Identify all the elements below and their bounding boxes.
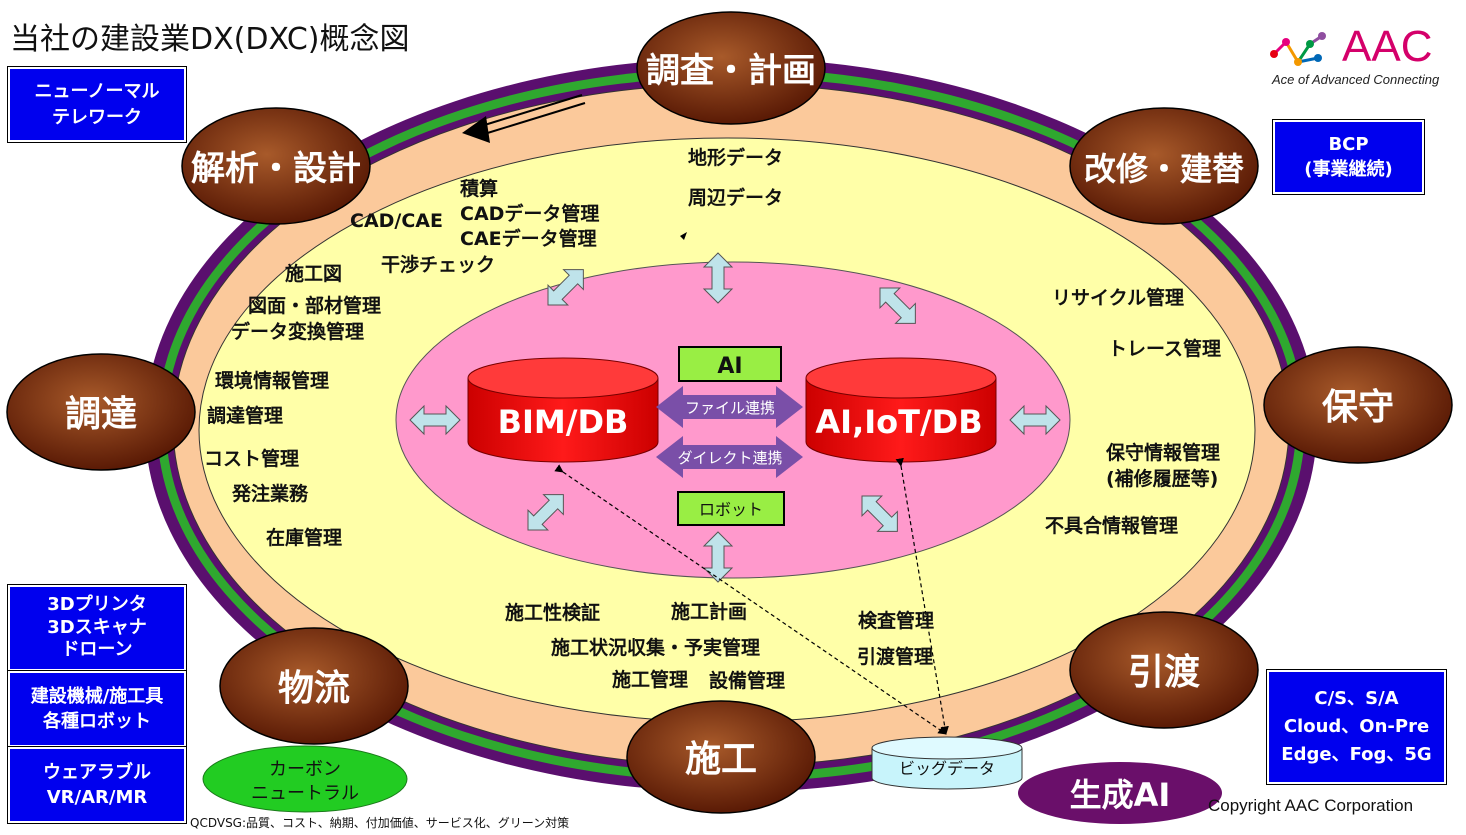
wearable-line-2: VR/AR/MR	[46, 787, 148, 808]
phase-design-label: 解析・設計	[191, 149, 361, 189]
phase-design: 解析・設計	[181, 107, 371, 225]
phase-construct-label: 施工	[685, 739, 757, 780]
task-inspection: 検査管理	[858, 609, 934, 632]
wearable-line-1: ウェアラブル	[43, 761, 151, 783]
phase-logistics-label: 物流	[278, 668, 350, 709]
bigdata-cylinder	[871, 736, 1023, 790]
file-link-arrow	[656, 386, 803, 428]
task-cadcae: CAD/CAE	[350, 210, 443, 232]
machines-box: 建設機械/施工具 各種ロボット	[7, 670, 187, 748]
direct-link-label: ダイレクト連携	[677, 449, 782, 467]
logo-tagline: Ace of Advanced Connecting	[1272, 72, 1440, 87]
phase-procure-label: 調達	[65, 394, 137, 435]
infra-box: C/S、S/A Cloud、On-Pre Edge、Fog、5G	[1266, 669, 1447, 785]
infra-line-3: Edge、Fog、5G	[1281, 743, 1432, 765]
devices-box: 3Dプリンタ 3Dスキャナ ドローン	[7, 584, 187, 672]
phase-handover-label: 引渡	[1128, 652, 1200, 693]
task-interference: 干渉チェック	[381, 253, 495, 276]
ai-label-box	[678, 346, 782, 382]
task-defect: 不具合情報管理	[1045, 514, 1178, 537]
logo-text: AAC	[1342, 22, 1433, 71]
phase-construct: 施工	[626, 700, 816, 814]
new-normal-line-1: ニューノーマル	[34, 81, 160, 103]
task-constr-plan: 施工計画	[671, 600, 747, 623]
task-stock: 在庫管理	[266, 526, 342, 549]
phase-renovate-label: 改修・建替	[1084, 150, 1244, 188]
new-normal-line-2: テレワーク	[52, 106, 142, 128]
aiiot-db-cylinder	[805, 357, 997, 463]
bim-db-cylinder	[467, 357, 659, 463]
task-constr-drawing: 施工図	[285, 262, 342, 285]
task-trace: トレース管理	[1108, 337, 1221, 360]
machines-line-2: 各種ロボット	[43, 711, 151, 732]
task-handover-mgmt: 引渡管理	[857, 645, 933, 668]
phase-renovate: 改修・建替	[1069, 107, 1259, 225]
file-link-label: ファイル連携	[685, 399, 775, 417]
devices-line-3: ドローン	[61, 639, 133, 661]
task-maint-info: 保守情報管理	[1105, 441, 1220, 464]
bim-bigdata-connector	[554, 464, 947, 735]
bcp-line-1: BCP	[1328, 133, 1369, 155]
carbon-line-2: ニュートラル	[251, 783, 359, 804]
phase-maintain: 保守	[1263, 346, 1453, 464]
machines-line-1: 建設機械/施工具	[30, 685, 164, 707]
phase-survey-label: 調査・計画	[646, 51, 816, 91]
phase-maintain-label: 保守	[1322, 387, 1394, 428]
aiiot-db-label: AI,IoT/DB	[815, 403, 982, 441]
task-procure-mgmt: 調達管理	[207, 404, 283, 427]
phase-logistics: 物流	[219, 627, 409, 745]
rotation-arrow	[462, 94, 586, 143]
task-status-collect: 施工状況収集・予実管理	[551, 636, 760, 659]
phase-survey: 調査・計画	[636, 11, 826, 125]
aac-logo-mark-icon	[1270, 32, 1326, 66]
footnote: QCDVSG:品質、コスト、納期、付加価値、サービス化、グリーン対策	[190, 816, 570, 830]
task-recycle: リサイクル管理	[1052, 286, 1184, 309]
new-normal-box: ニューノーマル テレワーク	[7, 66, 187, 143]
phase-procure: 調達	[6, 353, 196, 471]
carbon-line-1: カーボン	[269, 759, 341, 780]
bcp-line-2: (事業継続)	[1304, 159, 1393, 180]
copyright: Copyright AAC Corporation	[1208, 796, 1414, 815]
infra-line-2: Cloud、On-Pre	[1283, 716, 1430, 738]
phase-handover: 引渡	[1069, 611, 1259, 729]
infra-line-1: C/S、S/A	[1314, 688, 1399, 710]
task-order: 発注業務	[231, 482, 309, 505]
devices-line-2: 3Dスキャナ	[47, 616, 147, 638]
aiiot-bigdata-connector	[895, 457, 949, 735]
gen-ai-ellipse	[1018, 762, 1222, 824]
task-surround: 周辺データ	[688, 186, 783, 209]
task-data-convert: データ変換管理	[231, 320, 364, 343]
devices-line-1: 3Dプリンタ	[47, 594, 147, 616]
wearable-box: ウェアラブル VR/AR/MR	[7, 746, 187, 824]
ai-label: AI	[717, 354, 742, 379]
gen-ai-label: 生成AI	[1070, 776, 1171, 814]
task-cae-data: CAEデータ管理	[460, 227, 597, 250]
bigdata-label: ビッグデータ	[899, 759, 995, 778]
robot-label: ロボット	[699, 500, 763, 519]
aac-logo: AAC Ace of Advanced Connecting	[1262, 22, 1452, 92]
task-labels: 地形データ 周辺データ 積算 CADデータ管理 CAEデータ管理 CAD/CAE…	[204, 146, 1221, 692]
task-constructability: 施工性検証	[505, 601, 600, 624]
task-cad-data: CADデータ管理	[460, 202, 599, 225]
task-topo: 地形データ	[688, 146, 783, 169]
carbon-neutral-ellipse	[202, 745, 408, 813]
task-cost-mgmt: コスト管理	[204, 447, 299, 470]
task-drawing-parts: 図面・部材管理	[248, 294, 381, 317]
task-estimate: 積算	[460, 177, 498, 200]
small-pointer	[680, 232, 687, 240]
task-env-info: 環境情報管理	[215, 369, 329, 392]
page-title: 当社の建設業DX(DXC)概念図	[10, 22, 410, 57]
task-equip-mgmt: 設備管理	[709, 669, 785, 692]
task-repair-history: (補修履歴等)	[1106, 467, 1218, 490]
bim-db-label: BIM/DB	[498, 403, 629, 441]
bcp-box: BCP (事業継続)	[1272, 119, 1425, 195]
task-constr-mgmt: 施工管理	[612, 668, 688, 691]
